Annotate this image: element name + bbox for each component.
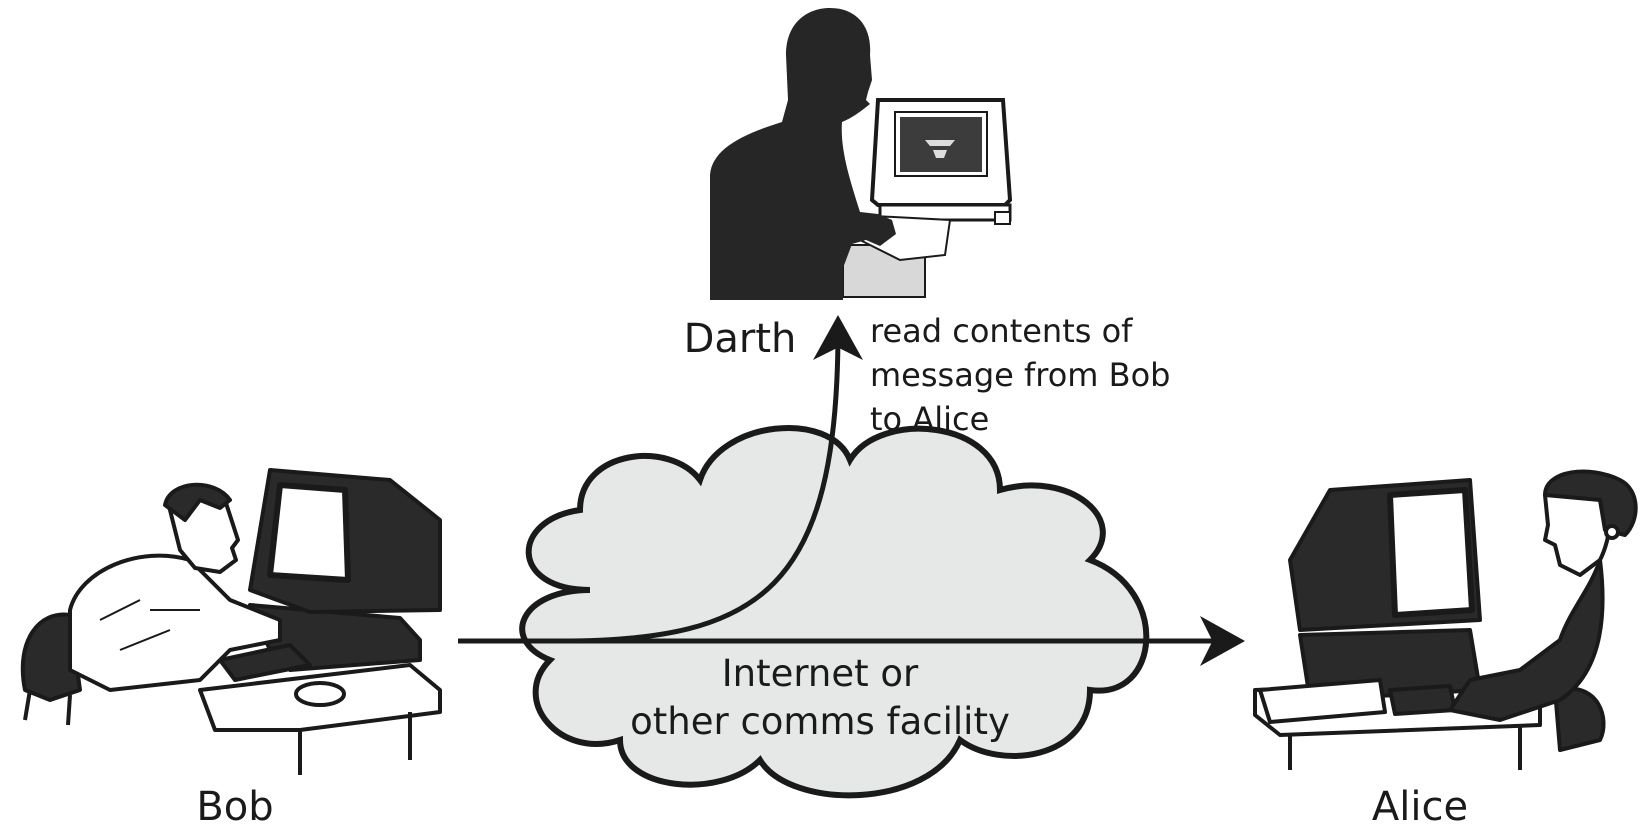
annotation-line1: read contents of: [870, 312, 1133, 350]
bob-label: Bob: [196, 784, 273, 830]
alice-illustration: [1253, 469, 1638, 770]
interception-arrow-to-darth: [559, 315, 863, 644]
cloud-label-line2: other comms facility: [630, 700, 1010, 743]
internet-cloud: [519, 424, 1150, 799]
cloud-label-line1: Internet or: [722, 652, 919, 695]
darth-illustration: [710, 8, 1013, 300]
darth-silhouette: [710, 8, 896, 300]
annotation-line2: message from Bob: [870, 356, 1170, 394]
alice-label: Alice: [1372, 784, 1468, 830]
darth-label: Darth: [684, 316, 797, 362]
bob-illustration: [20, 468, 442, 775]
annotation-line3: to Alice: [870, 400, 989, 438]
